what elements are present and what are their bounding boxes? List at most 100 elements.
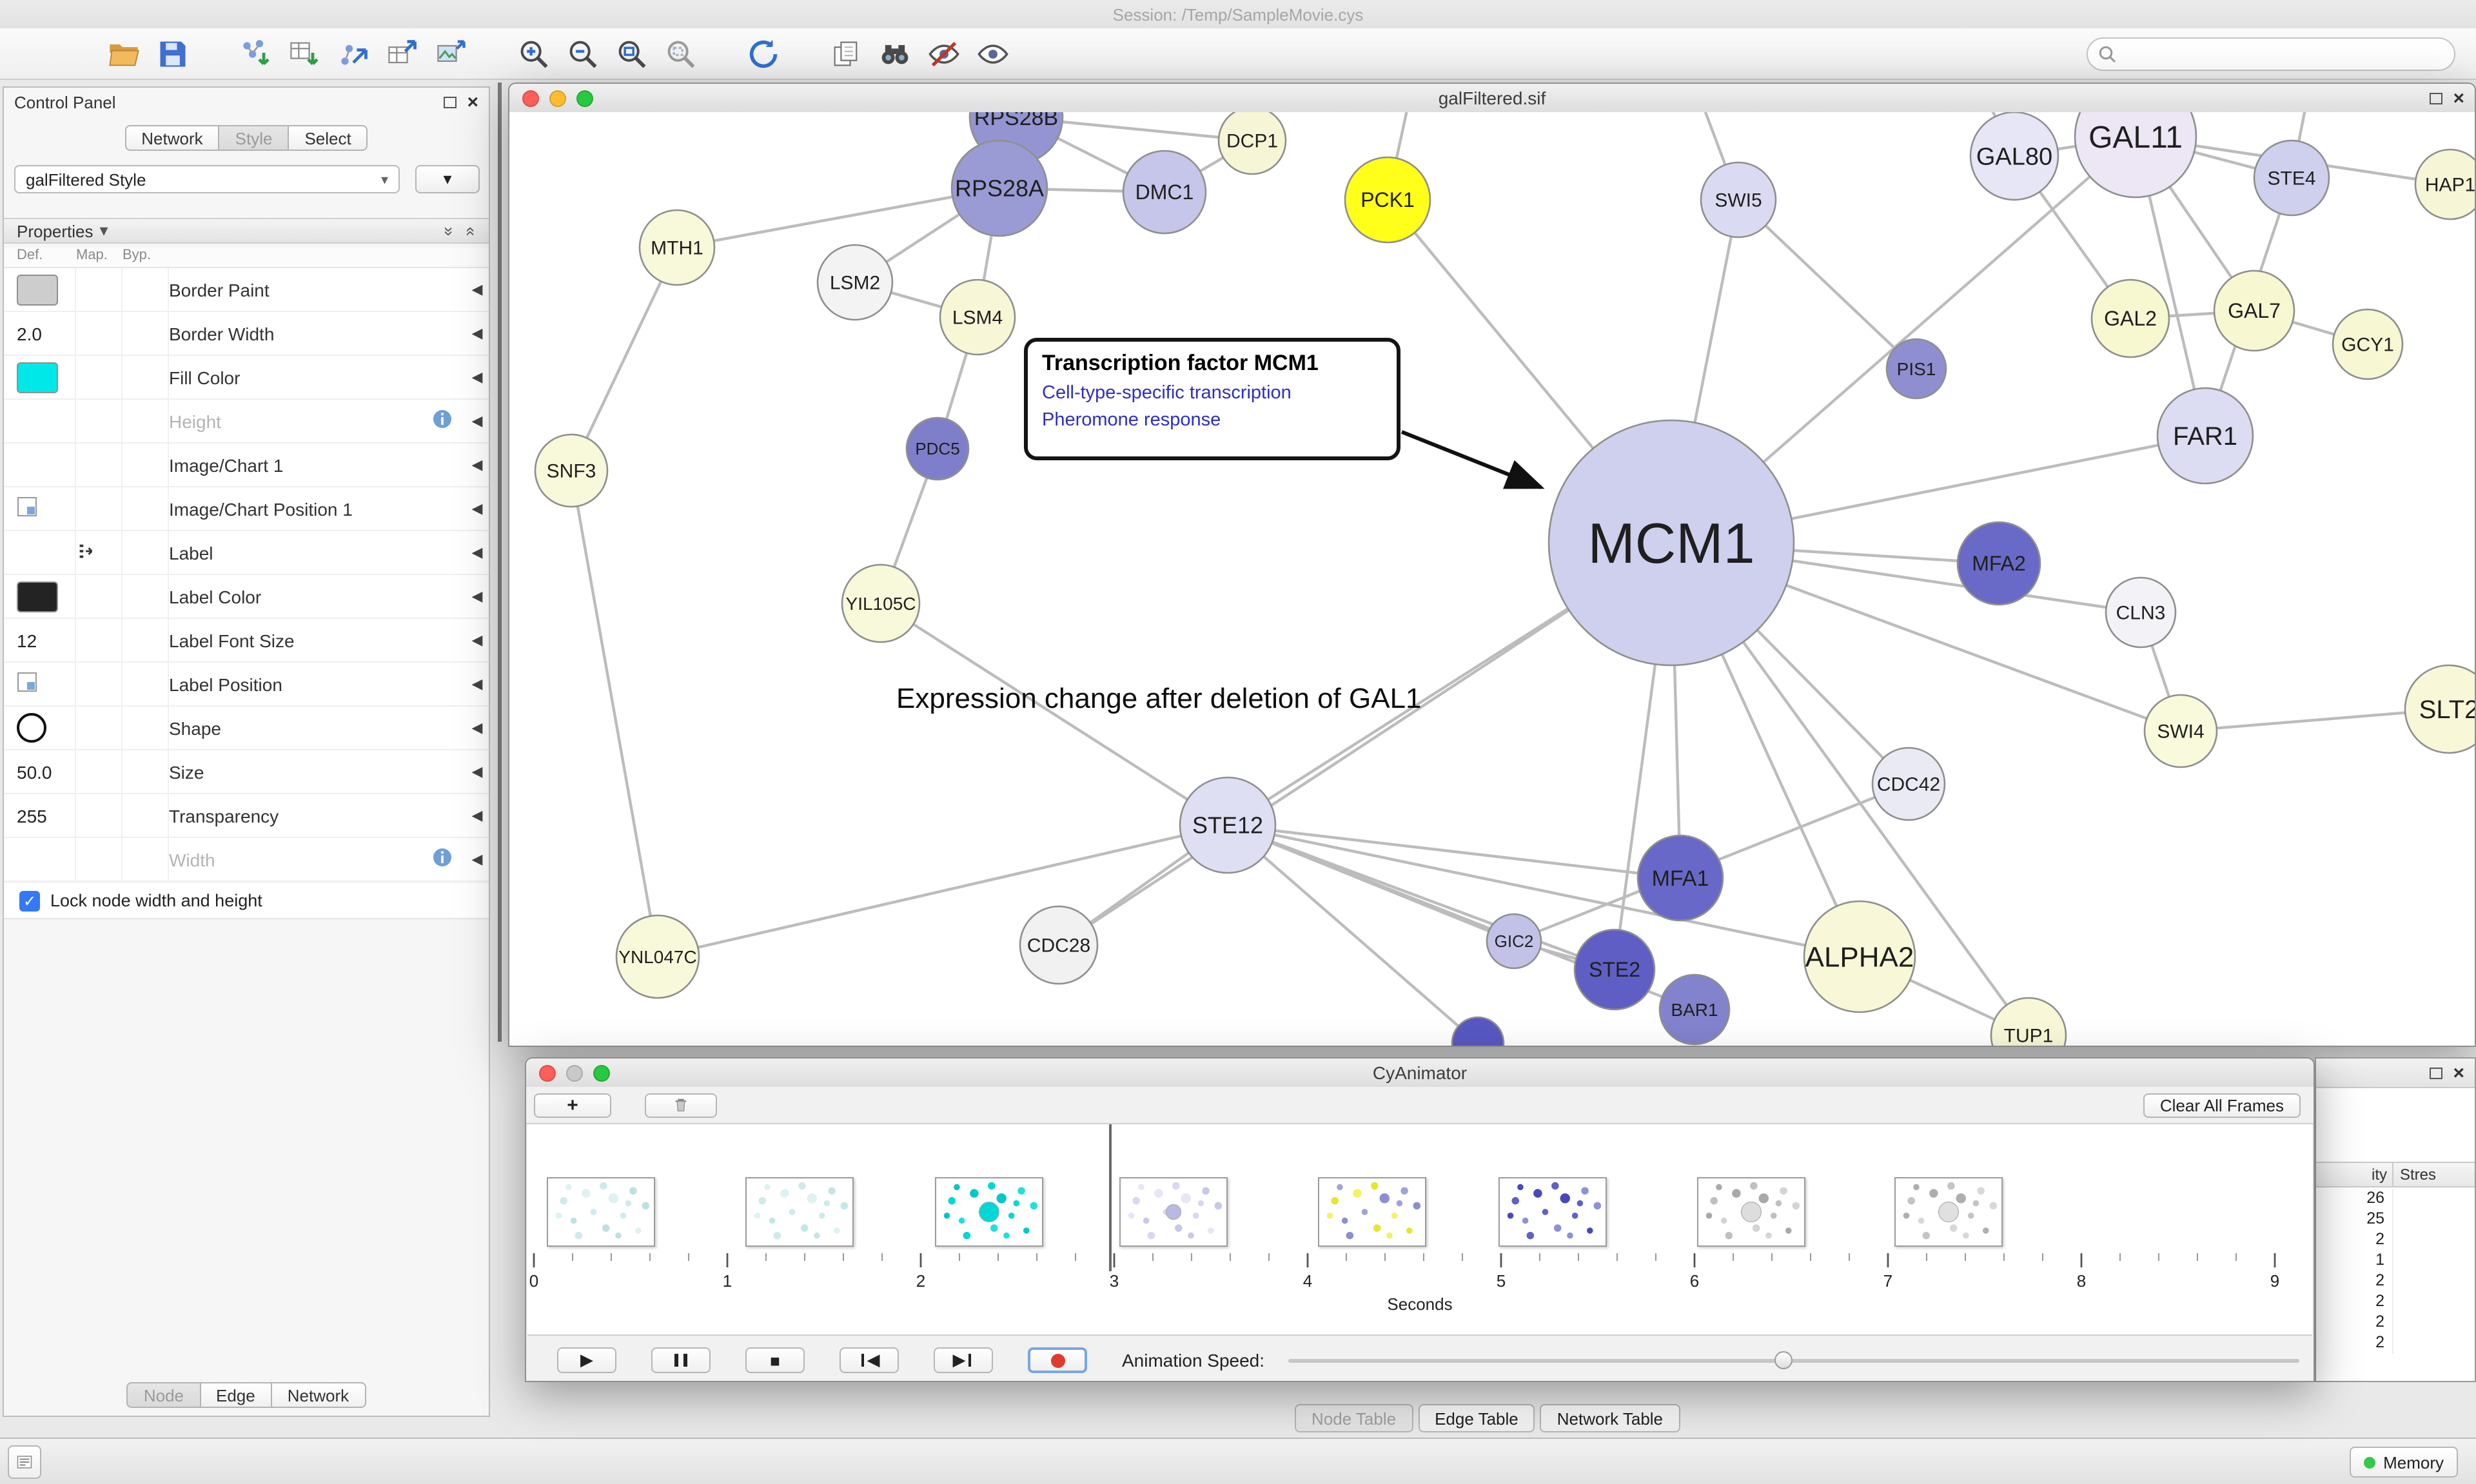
- memory-button[interactable]: Memory: [2350, 1447, 2458, 1478]
- network-node-swi4[interactable]: SWI4: [2143, 694, 2218, 768]
- mapping-cell[interactable]: [76, 312, 123, 355]
- frame-thumbnail-1[interactable]: [745, 1177, 854, 1247]
- mapping-cell[interactable]: [76, 707, 123, 749]
- table-row[interactable]: 2: [2316, 1271, 2475, 1292]
- default-cell[interactable]: [17, 838, 76, 881]
- color-swatch[interactable]: [17, 581, 58, 612]
- bypass-cell[interactable]: [123, 838, 169, 881]
- network-node-swi5[interactable]: SWI5: [1700, 161, 1777, 239]
- info-icon[interactable]: [432, 409, 453, 429]
- bypass-cell[interactable]: [123, 444, 169, 486]
- network-node-slt2[interactable]: SLT2: [2404, 664, 2475, 754]
- default-value[interactable]: 2.0: [17, 323, 42, 344]
- default-cell[interactable]: [17, 356, 76, 398]
- mapping-cell[interactable]: [76, 663, 123, 705]
- mapping-cell[interactable]: [76, 575, 123, 618]
- bypass-cell[interactable]: [123, 400, 169, 442]
- frame-thumbnail-6[interactable]: [1697, 1177, 1805, 1247]
- bypass-cell[interactable]: [123, 794, 169, 837]
- default-cell[interactable]: 50.0: [17, 750, 76, 793]
- record-button[interactable]: [1028, 1347, 1087, 1373]
- close-icon[interactable]: ×: [467, 92, 478, 113]
- network-node-dmc1[interactable]: DMC1: [1122, 150, 1207, 235]
- default-value[interactable]: 50.0: [17, 761, 52, 782]
- network-node-ste12[interactable]: STE12: [1179, 776, 1277, 874]
- property-row-label[interactable]: Label◀: [4, 531, 489, 575]
- bypass-cell[interactable]: [123, 575, 169, 618]
- mapping-cell[interactable]: [76, 487, 123, 530]
- frame-thumbnail-3[interactable]: [1119, 1177, 1228, 1247]
- network-node-mfa1[interactable]: MFA1: [1636, 834, 1724, 922]
- position-icon[interactable]: [17, 496, 37, 521]
- network-node-snf3[interactable]: SNF3: [534, 433, 609, 508]
- annotation-mcm1[interactable]: Transcription factor MCM1 Cell-type-spec…: [1024, 338, 1400, 460]
- property-row-label-color[interactable]: Label Color◀: [4, 575, 489, 619]
- mapping-cell[interactable]: [76, 838, 123, 881]
- tab-node-table[interactable]: Node Table: [1295, 1404, 1413, 1432]
- mapping-cell[interactable]: [76, 400, 123, 442]
- network-node-yil105c[interactable]: YIL105C: [841, 563, 921, 643]
- duplicate-button[interactable]: [825, 33, 869, 74]
- expand-arrow-icon[interactable]: ◀: [471, 765, 483, 780]
- network-node-cdc42[interactable]: CDC42: [1871, 747, 1946, 821]
- color-swatch[interactable]: [17, 274, 58, 305]
- mapping-cell[interactable]: [76, 531, 123, 574]
- network-node-mcm1[interactable]: MCM1: [1548, 419, 1795, 667]
- frame-thumbnail-4[interactable]: [1318, 1177, 1426, 1247]
- property-row-image-chart-1[interactable]: Image/Chart 1◀: [4, 444, 489, 487]
- network-node-alpha2[interactable]: ALPHA2: [1803, 900, 1916, 1013]
- style-combobox[interactable]: galFiltered Style ▾: [14, 165, 400, 193]
- mapping-cell[interactable]: [76, 356, 123, 398]
- export-network-button[interactable]: [333, 33, 377, 74]
- bypass-cell[interactable]: [123, 619, 169, 661]
- default-cell[interactable]: [17, 707, 76, 749]
- network-edge[interactable]: [1227, 823, 1860, 959]
- expand-arrow-icon[interactable]: ◀: [471, 808, 483, 824]
- tab-edge-table[interactable]: Edge Table: [1418, 1404, 1535, 1432]
- traffic-minimize-icon[interactable]: [549, 90, 566, 106]
- default-cell[interactable]: [17, 400, 76, 442]
- table-column-stres[interactable]: Stres: [2400, 1166, 2437, 1184]
- network-node-dcp1[interactable]: DCP1: [1217, 112, 1287, 175]
- property-row-width[interactable]: Width◀: [4, 838, 489, 882]
- stop-button[interactable]: ■: [745, 1347, 805, 1373]
- default-cell[interactable]: [17, 444, 76, 486]
- network-canvas[interactable]: Expression change after deletion of GAL1…: [509, 112, 2475, 1046]
- network-node-ste4[interactable]: STE4: [2253, 139, 2330, 217]
- expand-all-icon[interactable]: »: [439, 226, 459, 236]
- default-cell[interactable]: [17, 487, 76, 530]
- close-icon[interactable]: ×: [2453, 1062, 2464, 1084]
- clear-all-frames-button[interactable]: Clear All Frames: [2143, 1093, 2301, 1117]
- network-node-gal80[interactable]: GAL80: [1969, 112, 2059, 201]
- default-cell[interactable]: [17, 268, 76, 311]
- status-panel-button[interactable]: [8, 1445, 41, 1479]
- table-row[interactable]: 25: [2316, 1209, 2475, 1230]
- network-node-pdc5[interactable]: PDC5: [905, 416, 970, 481]
- table-row[interactable]: 26: [2316, 1189, 2475, 1209]
- network-node-bar1[interactable]: BAR1: [1658, 973, 1731, 1046]
- default-cell[interactable]: [17, 663, 76, 705]
- frame-thumbnail-0[interactable]: [547, 1177, 655, 1247]
- export-image-button[interactable]: [431, 33, 475, 74]
- expand-arrow-icon[interactable]: ◀: [471, 852, 483, 868]
- table-row[interactable]: 2: [2316, 1292, 2475, 1313]
- network-node-tup1[interactable]: TUP1: [1990, 997, 2067, 1046]
- bypass-cell[interactable]: [123, 356, 169, 398]
- position-icon[interactable]: [17, 672, 37, 696]
- traffic-zoom-icon[interactable]: [593, 1064, 610, 1081]
- default-cell[interactable]: [17, 575, 76, 618]
- network-node-mth1[interactable]: MTH1: [638, 209, 716, 286]
- default-cell[interactable]: 2.0: [17, 312, 76, 355]
- expand-arrow-icon[interactable]: ◀: [471, 589, 483, 605]
- traffic-close-icon[interactable]: [522, 90, 539, 106]
- property-row-shape[interactable]: Shape◀: [4, 707, 489, 750]
- hide-selected-button[interactable]: [923, 33, 967, 74]
- expand-arrow-icon[interactable]: ◀: [471, 326, 483, 342]
- network-node-gal2[interactable]: GAL2: [2090, 278, 2170, 358]
- network-node-mfa2[interactable]: MFA2: [1956, 521, 2041, 606]
- playhead[interactable]: [1109, 1124, 1112, 1271]
